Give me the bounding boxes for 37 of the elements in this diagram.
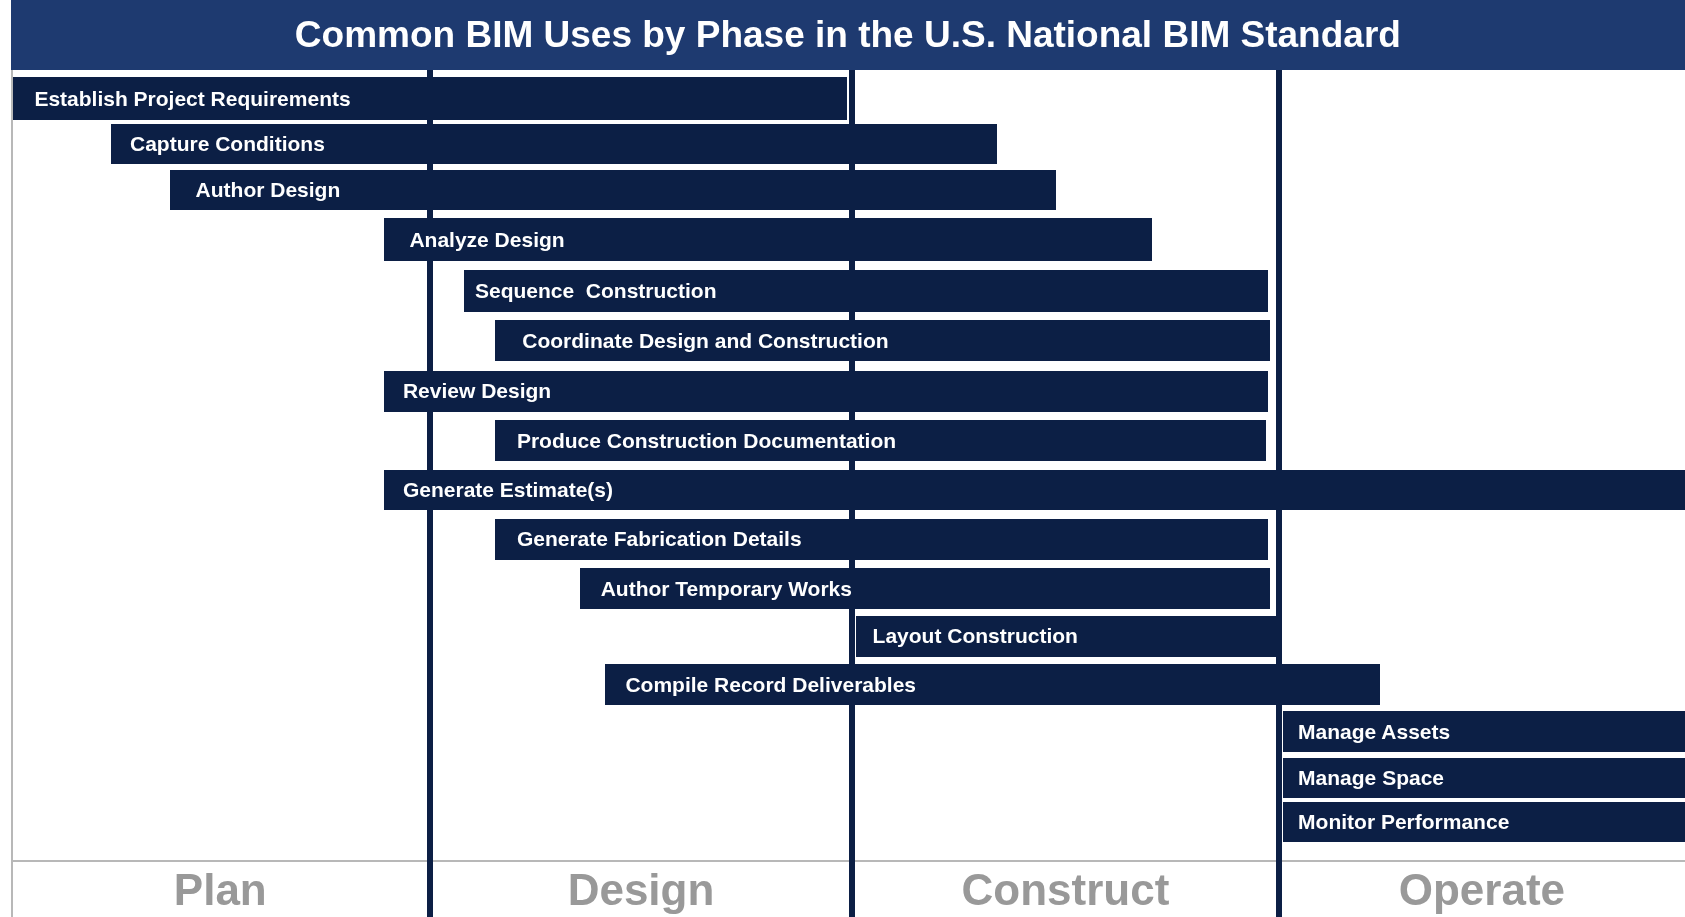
bar-label: Author Temporary Works xyxy=(600,576,852,601)
bar-label: Generate Estimate(s) xyxy=(402,478,614,502)
bar-label: Establish Project Requirements xyxy=(34,86,351,111)
bar-label: Compile Record Deliverables xyxy=(625,672,916,697)
bar-label: Sequence Construction xyxy=(474,278,717,303)
bar-label: Monitor Performance xyxy=(1298,810,1510,835)
bar-label: Manage Assets xyxy=(1298,719,1451,744)
phase-label: Operate xyxy=(1398,864,1566,915)
phase-label: Design xyxy=(567,864,715,915)
phase-bar xyxy=(1283,757,1685,799)
bar-label: Capture Conditions xyxy=(130,132,325,156)
bar-label: Produce Construction Documentation xyxy=(516,428,897,453)
phase-bar xyxy=(856,615,1279,657)
phase-bar xyxy=(110,123,998,165)
bar-label: Author Design xyxy=(195,177,341,202)
phase-bar xyxy=(383,469,1685,511)
phase-bar xyxy=(1283,801,1685,843)
phase-label: Plan xyxy=(173,864,267,915)
bar-label: Coordinate Design and Construction xyxy=(522,328,889,353)
phase-bar xyxy=(383,218,1152,262)
bar-label: Review Design xyxy=(402,379,552,404)
phase-label: Construct xyxy=(961,864,1170,915)
bar-label: Layout Construction xyxy=(872,624,1078,649)
bar-label: Analyze Design xyxy=(409,227,565,252)
phase-bar xyxy=(495,320,1271,362)
phase-bar xyxy=(605,664,1380,705)
phase-bar xyxy=(495,420,1266,461)
phase-bar xyxy=(383,370,1269,412)
phase-bar xyxy=(495,519,1269,560)
phase-bar xyxy=(12,77,847,121)
phase-bar xyxy=(1283,711,1685,753)
phase-bar xyxy=(580,568,1271,610)
title-banner: Common BIM Uses by Phase in the U.S. National BIM Standard xyxy=(10,0,1685,70)
bar-label: Generate Fabrication Details xyxy=(516,527,802,552)
phase-bar xyxy=(464,269,1269,312)
bar-label: Manage Space xyxy=(1298,766,1444,790)
phase-bar xyxy=(169,169,1057,210)
